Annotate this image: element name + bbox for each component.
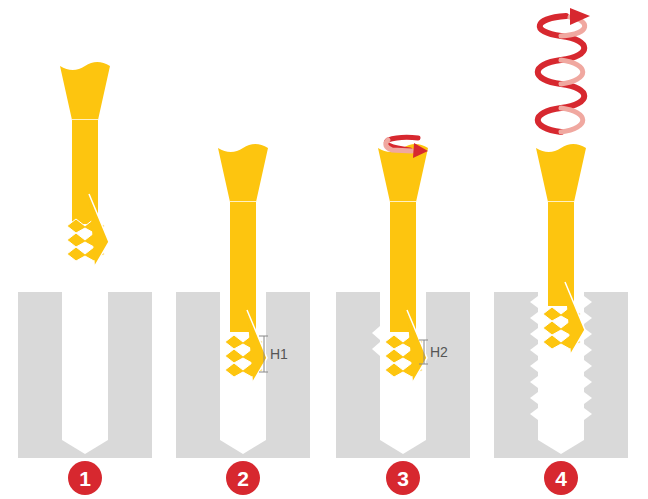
callout-number: 1 [79,468,91,489]
thread-mill [536,144,586,354]
helical-arrow [538,8,590,132]
dimension-bracket [259,336,428,372]
callout-circle: 3 [386,461,420,495]
workpiece [18,292,628,458]
dimension-label: H1 [270,347,288,361]
callout-circle: 4 [544,461,578,495]
thread-mill [60,62,110,266]
callout-circle: 2 [226,461,260,495]
callout-number: 2 [237,468,249,489]
dimension-label: H2 [430,345,448,359]
callout-circle: 1 [68,461,102,495]
rotation-arrow [386,137,428,158]
callout-number: 4 [555,468,567,489]
thread-mill [378,144,428,382]
thread-mill [218,144,268,382]
callout-number: 3 [397,468,409,489]
